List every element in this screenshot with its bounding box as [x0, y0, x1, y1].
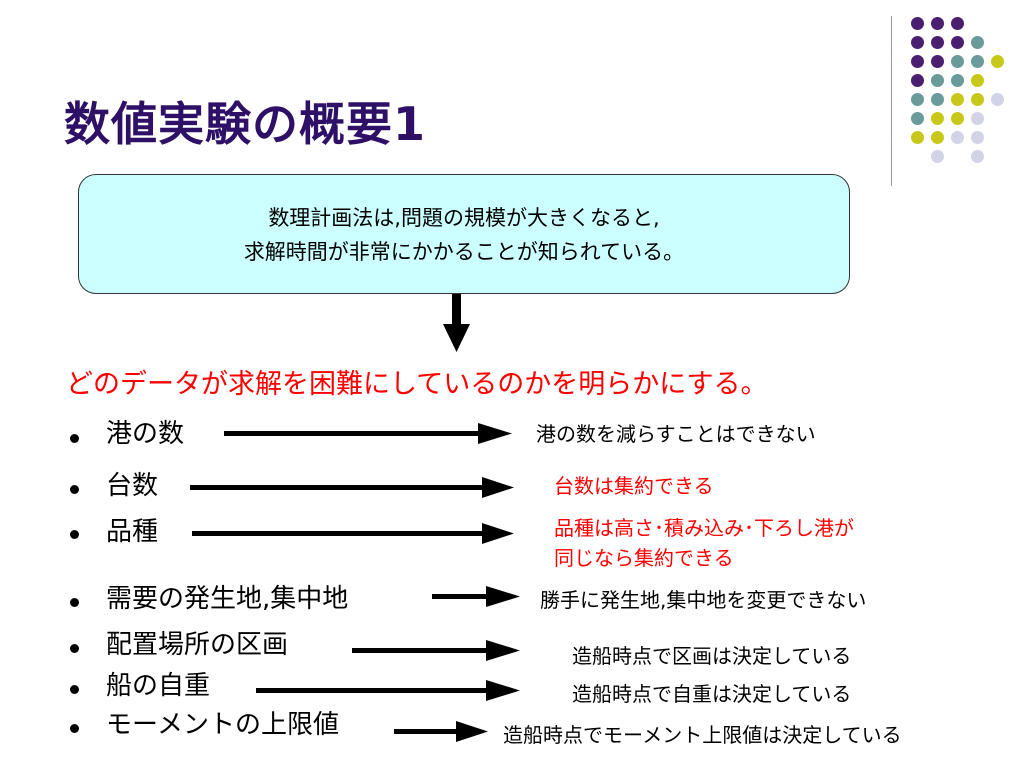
decor-dot	[911, 36, 924, 49]
result-ship-weight: 造船時点で自重は決定している	[572, 682, 852, 706]
slide-title: 数値実験の概要1	[64, 97, 427, 151]
decor-dot	[971, 131, 984, 144]
decor-dot	[951, 55, 964, 68]
right-arrow-icon	[256, 680, 520, 701]
bullet-dot	[70, 724, 79, 733]
decor-dot	[971, 36, 984, 49]
decor-dot	[991, 93, 1004, 106]
decor-dot	[911, 112, 924, 125]
decor-dot	[971, 55, 984, 68]
item-label-ship-weight: 船の自重	[106, 671, 211, 701]
bullet-dot	[70, 685, 79, 694]
item-label-placement-sections: 配置場所の区画	[106, 630, 289, 660]
decor-dot	[911, 74, 924, 87]
item-label-vehicles: 台数	[106, 471, 159, 501]
result-varieties-line-1: 品種は高さ･積み込み･下ろし港が	[554, 516, 854, 540]
bullet-dot	[70, 434, 79, 443]
result-ports: 港の数を減らすことはできない	[536, 422, 816, 446]
down-arrow-icon	[443, 294, 470, 352]
decor-dot	[951, 74, 964, 87]
decor-dot	[931, 74, 944, 87]
item-label-varieties: 品種	[106, 517, 159, 547]
result-placement-sections: 造船時点で区画は決定している	[572, 644, 852, 668]
right-arrow-icon	[394, 721, 488, 742]
decor-dot	[951, 93, 964, 106]
decor-dot	[931, 150, 944, 163]
headline-statement: どのデータが求解を困難にしているのかを明らかにする。	[66, 369, 768, 400]
decor-divider	[891, 16, 892, 186]
decor-dot	[971, 93, 984, 106]
decor-dot	[991, 55, 1004, 68]
decor-dot	[931, 17, 944, 30]
bullet-dot	[70, 644, 79, 653]
item-label-moment-limit: モーメントの上限値	[106, 710, 339, 740]
bullet-dot	[70, 530, 79, 539]
result-moment-limit: 造船時点でモーメント上限値は決定している	[503, 723, 902, 747]
result-origin-destination: 勝手に発生地,集中地を変更できない	[540, 588, 867, 612]
decor-dot	[951, 36, 964, 49]
result-varieties-line-2: 同じなら集約できる	[554, 546, 734, 570]
right-arrow-icon	[432, 586, 520, 607]
decor-dot	[951, 17, 964, 30]
decor-dot	[971, 112, 984, 125]
decor-dot	[971, 150, 984, 163]
bullet-dot	[70, 598, 79, 607]
right-arrow-icon	[224, 423, 512, 444]
decor-dot	[951, 131, 964, 144]
decor-dot	[911, 93, 924, 106]
bullet-dot	[70, 485, 79, 494]
decor-dot	[931, 112, 944, 125]
callout-line-2: 求解時間が非常にかかることが知られている。	[243, 240, 685, 264]
callout-box: 数理計画法は,問題の規模が大きくなると, 求解時間が非常にかかることが知られてい…	[78, 174, 850, 294]
result-vehicles: 台数は集約できる	[554, 474, 714, 498]
item-label-ports: 港の数	[106, 419, 185, 449]
decor-dot	[911, 55, 924, 68]
decor-dot	[931, 36, 944, 49]
decor-dot	[971, 74, 984, 87]
decor-dot	[931, 131, 944, 144]
decor-dot	[911, 131, 924, 144]
right-arrow-icon	[192, 523, 514, 544]
right-arrow-icon	[352, 640, 520, 661]
decor-dot	[911, 17, 924, 30]
decor-dot	[951, 112, 964, 125]
decor-dot	[931, 55, 944, 68]
callout-line-1: 数理計画法は,問題の規模が大きくなると,	[268, 206, 660, 230]
item-label-origin-destination: 需要の発生地,集中地	[106, 584, 349, 614]
right-arrow-icon	[190, 477, 514, 498]
decor-dot	[931, 93, 944, 106]
